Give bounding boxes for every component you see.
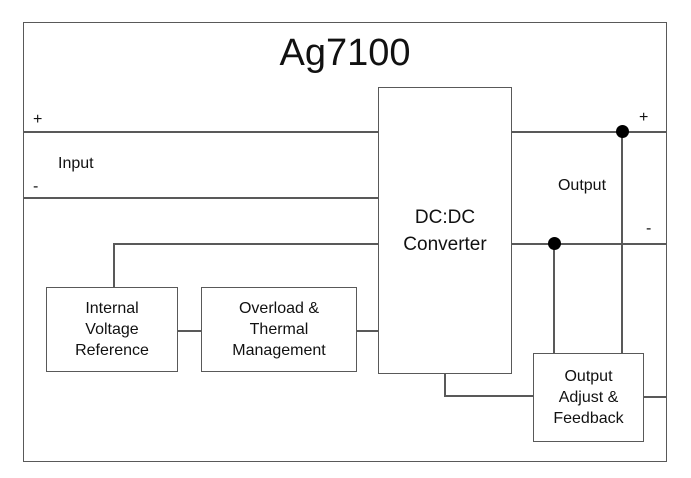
output-plus-line [510, 131, 667, 133]
internal-voltage-reference-block: Internal Voltage Reference [46, 287, 178, 372]
output-minus-label: - [646, 220, 652, 237]
reference-overload-connector [177, 330, 202, 332]
diagram-outer-frame [23, 22, 667, 462]
feedback-label-line: Adjust & [558, 389, 619, 406]
overload-label-line: Thermal [249, 321, 309, 338]
input-plus-line [23, 131, 379, 133]
feedback-right-hline [643, 396, 667, 398]
reference-label-line: Reference [75, 342, 149, 359]
output-label: Output [557, 177, 607, 194]
feedback-label-line: Output [564, 368, 613, 385]
plus-junction-dot [616, 125, 629, 138]
page-title: Ag7100 [279, 32, 411, 74]
overload-label-line: Management [232, 342, 326, 359]
reference-label-line: Internal [85, 300, 139, 317]
converter-feedback-hline [444, 395, 534, 397]
output-minus-line [510, 243, 667, 245]
dcdc-converter-label-line: DC:DC [414, 206, 476, 228]
dcdc-converter-block: DC:DC Converter [378, 87, 512, 374]
output-adjust-feedback-block: Output Adjust & Feedback [533, 353, 644, 442]
minus-sense-vline [553, 243, 555, 354]
converter-bottom-vline [444, 372, 446, 396]
input-label: Input [58, 155, 94, 172]
overload-label-line: Overload & [238, 300, 320, 317]
overload-thermal-management-block: Overload & Thermal Management [201, 287, 357, 372]
overload-converter-connector [356, 330, 379, 332]
input-plus-label: + [33, 111, 43, 128]
input-minus-label: - [33, 178, 39, 195]
reference-label-line: Voltage [85, 321, 139, 338]
dcdc-converter-label-line: Converter [403, 233, 487, 255]
output-plus-label: + [639, 109, 649, 126]
input-minus-line [23, 197, 379, 199]
plus-sense-vline [621, 131, 623, 354]
feedback-label-line: Feedback [553, 410, 624, 427]
minus-junction-dot [548, 237, 561, 250]
reference-feed-vline [113, 243, 115, 288]
reference-feed-hline [113, 243, 379, 245]
